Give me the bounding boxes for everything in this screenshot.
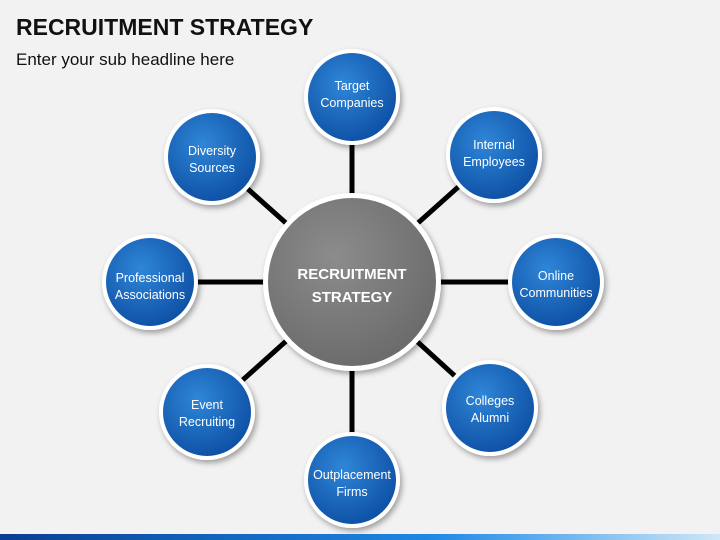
node-label-line1: Colleges: [466, 394, 515, 408]
node-label-line2: Communities: [520, 286, 593, 300]
node-label-line1: Online: [538, 269, 574, 283]
node-diversity-sources: Diversity Sources: [164, 109, 260, 205]
node-target-companies: Target Companies: [304, 49, 400, 145]
hub-node: RECRUITMENT STRATEGY: [263, 193, 441, 371]
node-label-line1: Internal: [473, 138, 515, 152]
hub-label-line1: RECRUITMENT: [297, 266, 406, 283]
node-colleges-alumni: Colleges Alumni: [442, 360, 538, 456]
node-event-recruiting: Event Recruiting: [159, 364, 255, 460]
footer-accent-bar: [0, 534, 720, 540]
node-label-line2: Alumni: [471, 411, 509, 425]
node-label-line2: Recruiting: [179, 415, 235, 429]
node-label-line1: Professional: [116, 271, 185, 285]
node-label-line1: Outplacement: [313, 468, 391, 482]
node-label-line2: Associations: [115, 288, 185, 302]
page-title: RECRUITMENT STRATEGY: [16, 14, 314, 40]
node-label-line2: Companies: [320, 96, 383, 110]
page-subtitle: Enter your sub headline here: [16, 50, 235, 69]
node-label-line2: Employees: [463, 155, 525, 169]
node-label-line2: Firms: [336, 485, 367, 499]
hub-label-line2: STRATEGY: [312, 289, 393, 306]
node-label-line1: Event: [191, 398, 223, 412]
node-professional-associations: Professional Associations: [102, 234, 198, 330]
node-label-line1: Diversity: [188, 144, 237, 158]
node-internal-employees: Internal Employees: [446, 107, 542, 203]
node-outplacement-firms: Outplacement Firms: [304, 432, 400, 528]
node-label-line1: Target: [335, 79, 370, 93]
node-label-line2: Sources: [189, 161, 235, 175]
node-online-communities: Online Communities: [508, 234, 604, 330]
